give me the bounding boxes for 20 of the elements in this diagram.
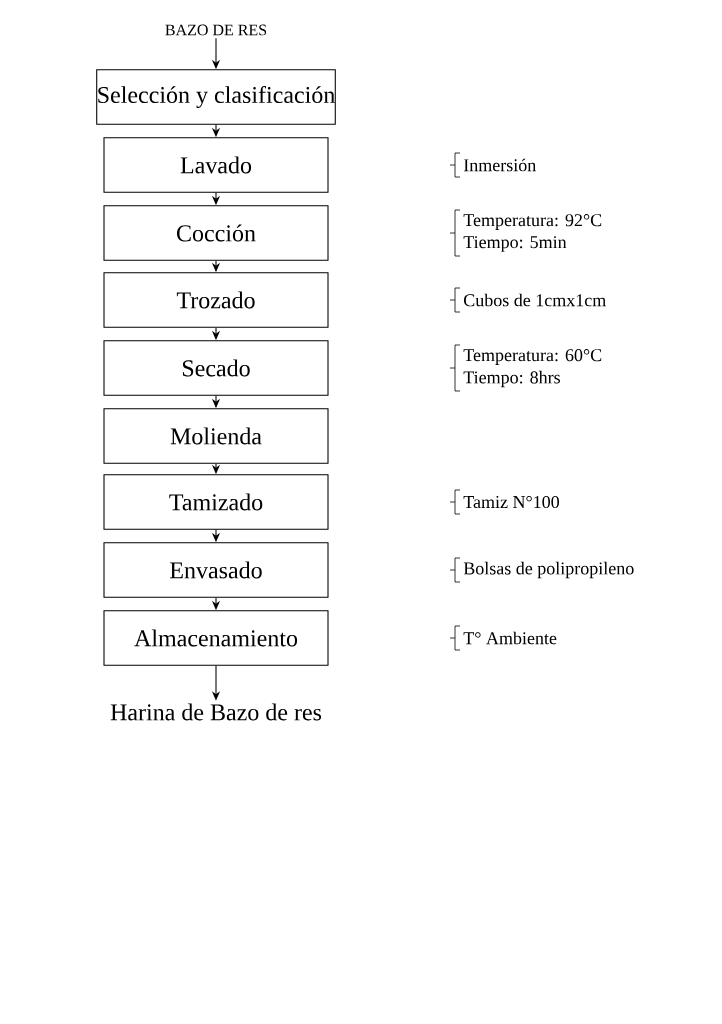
process-box: Molienda	[103, 408, 329, 464]
process-box: Lavado	[103, 137, 329, 193]
terminal-label: Harina de Bazo de res	[110, 703, 322, 721]
note-text: Temperatura: 92°C	[463, 214, 602, 230]
process-box: Selección y clasificación	[96, 69, 336, 125]
note-text: Temperatura: 60°C	[463, 349, 602, 365]
note-text: Inmersión	[463, 158, 536, 172]
process-box: Tamizado	[103, 474, 329, 530]
note-text: Tamiz N°100	[463, 495, 559, 509]
process-box: Envasado	[103, 542, 329, 598]
note-text: Tiempo: 8hrs	[463, 370, 560, 388]
process-box: Secado	[103, 340, 329, 396]
note-text: Cubos de 1cmx1cm	[464, 293, 606, 307]
note-text: Bolsas de polipropileno	[463, 561, 634, 579]
process-box: Trozado	[103, 272, 329, 328]
note-text: Tiempo: 5min	[463, 236, 567, 252]
process-box: Cocción	[103, 205, 329, 261]
process-box: Almacenamiento	[103, 610, 329, 666]
terminal-label: BAZO DE RES	[165, 24, 267, 36]
note-text: T° Ambiente	[463, 631, 557, 645]
